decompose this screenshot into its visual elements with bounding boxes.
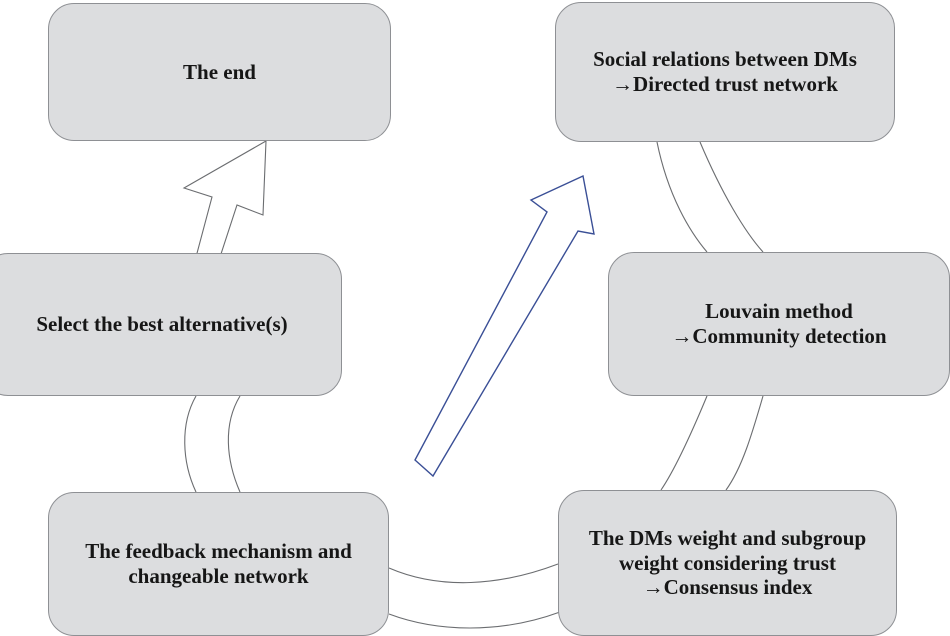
node-select-best-alternative-label: Select the best alternative(s) bbox=[36, 312, 288, 337]
node-louvain-method[interactable]: Louvain method →Community detection bbox=[608, 252, 950, 396]
node-dms-weight-subgroup[interactable]: The DMs weight and subgroup weight consi… bbox=[558, 490, 897, 636]
node-feedback-mechanism-label: The feedback mechanism and changeable ne… bbox=[85, 539, 352, 588]
arrow-feedback-loop bbox=[414, 174, 595, 478]
node-dms-weight-subgroup-label: The DMs weight and subgroup weight consi… bbox=[588, 525, 867, 600]
connector-louvain-to-dmweight bbox=[660, 395, 764, 491]
node-social-relations[interactable]: Social relations between DMs →Directed t… bbox=[555, 2, 895, 142]
node-social-relations-label: Social relations between DMs →Directed t… bbox=[593, 47, 857, 96]
node-the-end-label: The end bbox=[183, 59, 256, 84]
connector-feedback-to-select bbox=[184, 395, 241, 493]
node-select-best-alternative[interactable]: Select the best alternative(s) bbox=[0, 253, 342, 396]
connector-dmweight-to-feedback bbox=[388, 563, 561, 629]
connector-social-to-louvain bbox=[656, 141, 764, 253]
node-feedback-mechanism[interactable]: The feedback mechanism and changeable ne… bbox=[48, 492, 389, 636]
arrow-select-to-end bbox=[182, 140, 267, 258]
node-the-end[interactable]: The end bbox=[48, 3, 391, 141]
node-louvain-method-label: Louvain method →Community detection bbox=[671, 299, 887, 348]
